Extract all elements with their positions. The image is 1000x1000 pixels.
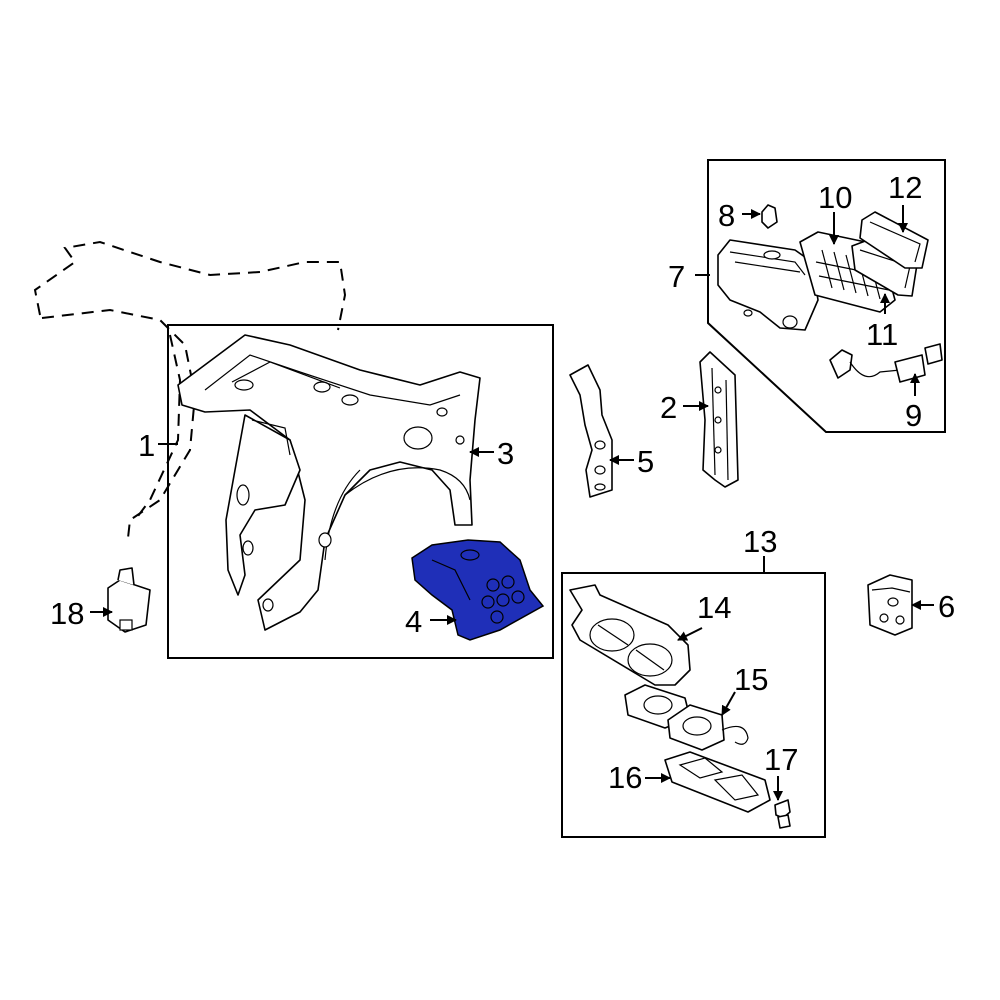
part-15-fan[interactable] [624, 684, 749, 751]
group-box-13 [561, 572, 826, 838]
callout-17: 17 [764, 742, 798, 777]
part-4-highlighted-bracket[interactable] [411, 539, 545, 641]
callout-11: 11 [866, 317, 898, 352]
part-6-bracket[interactable] [867, 574, 913, 636]
callout-10: 10 [818, 180, 852, 215]
callout-8: 8 [718, 198, 735, 233]
group-box-1 [167, 324, 554, 659]
callout-12: 12 [888, 170, 922, 205]
callout-labels: 1 2 3 4 5 6 7 8 9 10 11 12 13 14 15 16 1… [50, 170, 955, 795]
callout-lines [90, 205, 934, 801]
callout-13: 13 [743, 524, 777, 559]
part-8-clip[interactable] [761, 204, 778, 229]
callout-15: 15 [734, 662, 768, 697]
callout-9: 9 [905, 398, 922, 433]
part-17-screw[interactable] [774, 799, 791, 829]
callout-7: 7 [668, 259, 685, 294]
part-5-bracket[interactable] [569, 364, 613, 498]
part-16-tray[interactable] [664, 751, 771, 813]
callout-14: 14 [697, 590, 731, 625]
part-14-housing[interactable] [569, 584, 691, 686]
callout-5: 5 [637, 444, 654, 479]
part-18-relay[interactable] [107, 567, 151, 633]
part-2-reinforcement[interactable] [699, 351, 739, 488]
callout-4: 4 [405, 604, 422, 639]
callout-18: 18 [50, 596, 84, 631]
callout-6: 6 [938, 589, 955, 624]
callout-2: 2 [660, 390, 677, 425]
group-box-7 [707, 159, 946, 433]
callout-1: 1 [138, 428, 155, 463]
callout-16: 16 [608, 760, 642, 795]
part-12-seal[interactable] [859, 211, 929, 269]
callout-3: 3 [497, 436, 514, 471]
part-3-apron-assembly[interactable] [177, 334, 481, 631]
part-7-duct[interactable] [717, 239, 819, 331]
